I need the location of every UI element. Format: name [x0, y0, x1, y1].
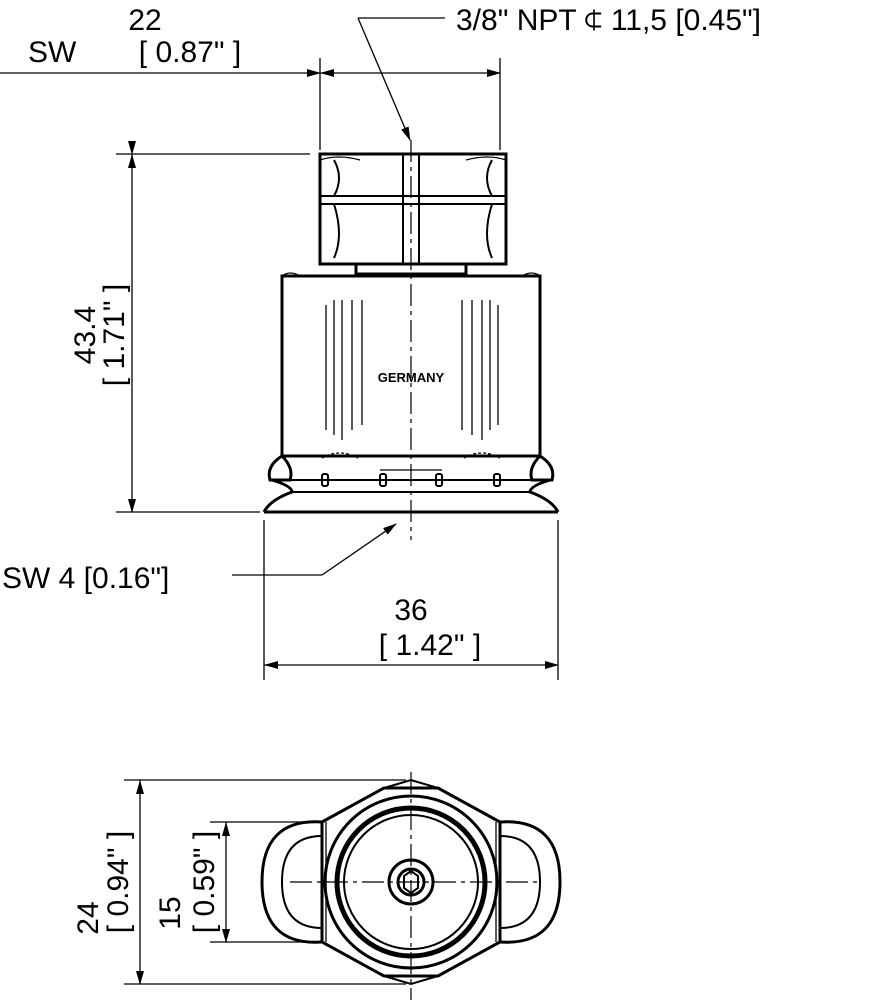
- dim-hex-width-inch: [ 0.87" ]: [139, 36, 241, 69]
- dim-bottom-outer-value: 24: [72, 901, 105, 934]
- bottom-view: 24 [ 0.94" ] 15 [ 0.59" ]: [72, 772, 562, 1000]
- dim-bottom-inner: 15 [ 0.59" ]: [154, 821, 322, 943]
- dim-diameter-value: 36: [394, 594, 427, 627]
- dim-height: 43.4 [ 1.71" ]: [69, 141, 310, 513]
- dim-hex-width-value: 22: [128, 4, 161, 37]
- front-view: GERMANY 22 SW [ 0: [0, 4, 761, 680]
- bellows: [262, 454, 560, 514]
- dim-bottom-outer-inch: [ 0.94" ]: [102, 831, 135, 933]
- dim-bottom-inner-value: 15: [154, 896, 187, 929]
- dim-height-inch: [ 1.71" ]: [98, 284, 131, 386]
- dim-thread-label: 3/8" NPT ⍧ 11,5 [0.45"]: [456, 4, 761, 37]
- neck: [354, 262, 468, 276]
- dim-bottom-inner-inch: [ 0.59" ]: [188, 831, 221, 933]
- dim-diameter: 36 [ 1.42" ]: [263, 520, 559, 680]
- dim-hex-socket-label: SW 4 [0.16"]: [2, 562, 169, 595]
- dim-diameter-inch: [ 1.42" ]: [379, 629, 481, 662]
- dim-hex-width: 22 SW [ 0.87" ]: [0, 4, 501, 150]
- dim-hex-socket: SW 4 [0.16"]: [2, 523, 397, 595]
- marking-text: GERMANY: [378, 370, 445, 385]
- dim-bottom-outer: 24 [ 0.94" ]: [72, 779, 406, 985]
- dim-height-value: 43.4: [69, 306, 102, 364]
- dim-thread: 3/8" NPT ⍧ 11,5 [0.45"]: [357, 4, 761, 141]
- dim-hex-width-prefix: SW: [28, 36, 77, 69]
- cup-body: GERMANY: [280, 272, 542, 459]
- hex-nut: [318, 152, 508, 266]
